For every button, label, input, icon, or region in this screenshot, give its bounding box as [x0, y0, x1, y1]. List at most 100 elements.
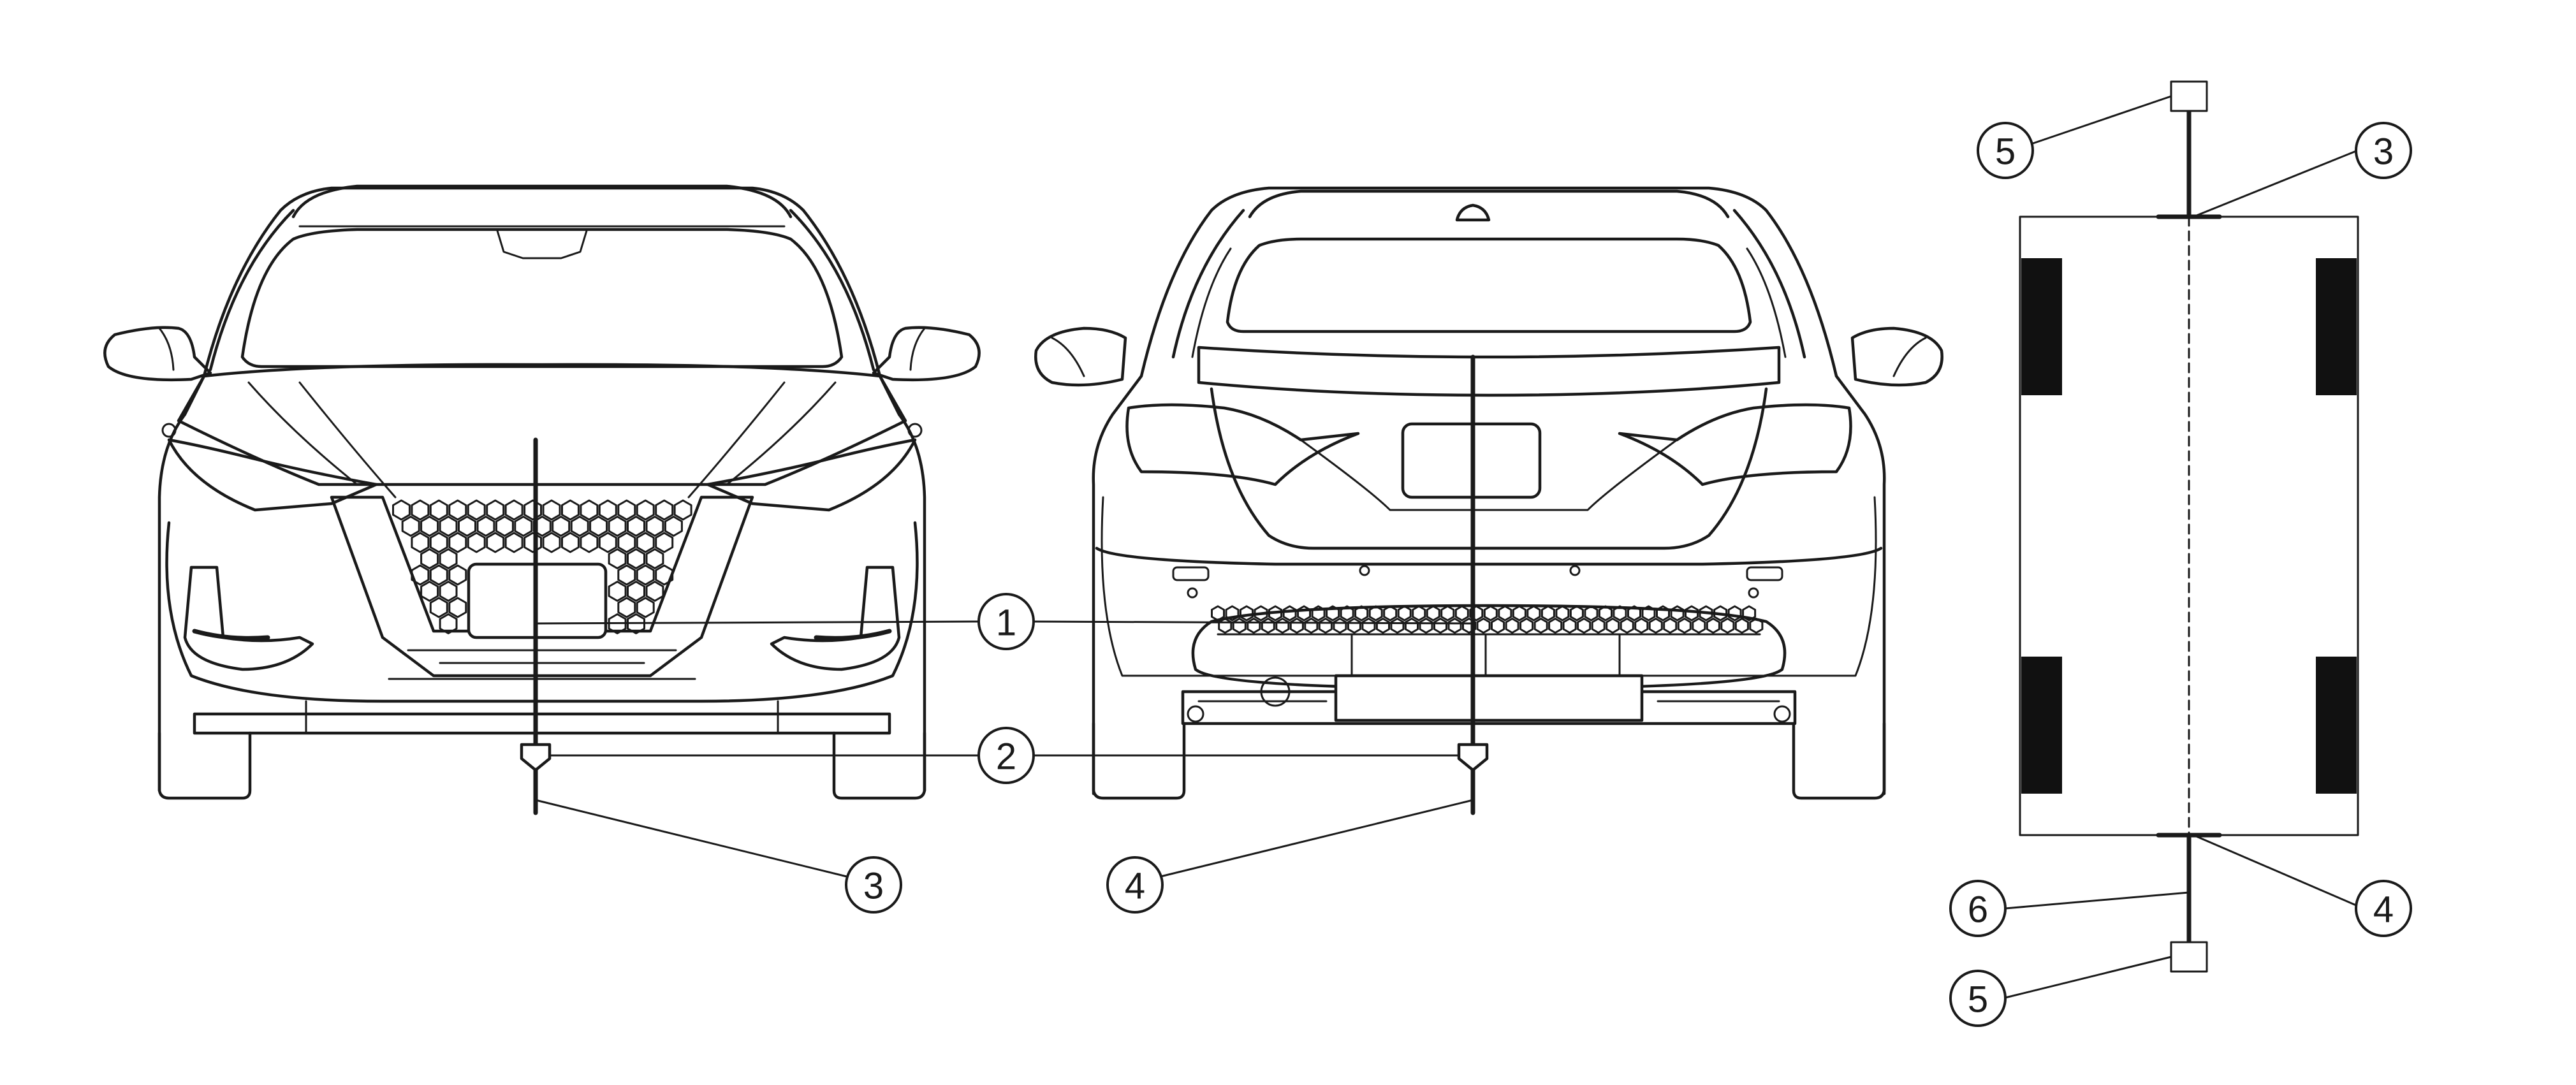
mesh-cell: [627, 581, 645, 602]
mesh-cell: [1218, 618, 1233, 634]
mesh-cell: [1375, 618, 1390, 634]
rear-right-mirror: [1850, 326, 1943, 387]
mesh-cell: [486, 532, 505, 553]
mesh-cell: [486, 499, 505, 521]
mesh-cell: [542, 532, 561, 553]
mesh-cell: [1591, 618, 1606, 634]
callout-number: 3: [2373, 131, 2394, 173]
mesh-cell: [1692, 618, 1706, 634]
mesh-cell: [1326, 605, 1340, 622]
front-grille-mesh: [392, 499, 692, 634]
mesh-cell: [1383, 605, 1398, 622]
front-left-foglight: [183, 565, 314, 671]
front-grille: [330, 495, 754, 678]
callout-front-3: 3: [845, 856, 902, 914]
front-plumb-line: [520, 437, 552, 815]
mesh-cell: [1261, 618, 1275, 634]
mesh-cell: [448, 564, 467, 586]
mesh-cell: [1304, 618, 1319, 634]
mesh-cell: [645, 516, 664, 537]
mesh-cell: [617, 532, 636, 553]
mesh-cell: [523, 532, 542, 553]
front-bumper: [165, 521, 919, 703]
mesh-cell: [636, 564, 655, 586]
mesh-cell: [655, 564, 674, 586]
mesh-cell: [429, 532, 448, 553]
mesh-cell: [1656, 605, 1670, 622]
mesh-cell: [1606, 618, 1620, 634]
mesh-cell: [608, 613, 627, 634]
mesh-cell: [636, 499, 655, 521]
mesh-cell: [1548, 618, 1563, 634]
mesh-cell: [1491, 618, 1505, 634]
rear-right-taillight: [1618, 403, 1852, 486]
rear-bumper: [1095, 546, 1883, 566]
mesh-cell: [589, 516, 608, 537]
callout-top-3: 3: [2355, 122, 2412, 179]
mesh-cell: [1440, 605, 1455, 622]
rear-plumb-line: [1457, 354, 1489, 815]
mesh-cell: [411, 499, 430, 521]
mesh-cell: [636, 597, 655, 618]
rear-left-mirror: [1034, 326, 1127, 387]
mesh-cell: [458, 516, 476, 537]
mesh-cell: [448, 532, 467, 553]
mesh-cell: [1211, 605, 1225, 622]
mesh-cell: [523, 499, 542, 521]
mesh-cell: [1634, 618, 1649, 634]
top-left-rear-tire: [2021, 657, 2062, 794]
top-right-front-tire: [2316, 258, 2357, 395]
mesh-cell: [627, 613, 645, 634]
mesh-cell: [1318, 618, 1333, 634]
mesh-cell: [636, 532, 655, 553]
mesh-cell: [645, 581, 664, 602]
mesh-cell: [1526, 605, 1541, 622]
front-left-tire: [157, 731, 252, 800]
mesh-cell: [1254, 605, 1268, 622]
mesh-cell: [1699, 605, 1713, 622]
callout-top-5-upper: 5: [1977, 122, 2034, 179]
mesh-cell: [1340, 605, 1354, 622]
front-windshield: [240, 228, 844, 368]
callout-top-5-lower: 5: [1949, 970, 2007, 1027]
front-right-headlight: [706, 438, 917, 512]
mesh-cell: [1734, 618, 1749, 634]
mesh-cell: [476, 516, 495, 537]
front-hood: [177, 363, 907, 486]
top-left-front-tire: [2021, 258, 2062, 395]
mesh-cell: [1454, 605, 1469, 622]
mesh-cell: [411, 564, 430, 586]
plumb-bob-icon: [520, 743, 552, 772]
mesh-cell: [1533, 618, 1548, 634]
mesh-cell: [1447, 618, 1462, 634]
mesh-cell: [1368, 605, 1383, 622]
mesh-cell: [1275, 618, 1290, 634]
mesh-cell: [664, 516, 683, 537]
mesh-cell: [1289, 618, 1304, 634]
callout-number: 5: [1995, 131, 2016, 173]
mesh-cell: [1540, 605, 1555, 622]
mesh-cell: [598, 532, 617, 553]
mesh-cell: [429, 564, 448, 586]
mesh-cell: [1247, 618, 1261, 634]
callout-number: 3: [863, 866, 884, 907]
top-right-rear-tire: [2316, 657, 2357, 794]
mesh-cell: [1354, 605, 1369, 622]
mesh-cell: [1648, 618, 1663, 634]
callout-number: 2: [996, 736, 1016, 778]
mesh-cell: [1555, 605, 1570, 622]
mesh-cell: [448, 597, 467, 618]
mesh-cell: [1297, 605, 1312, 622]
mesh-cell: [1749, 618, 1764, 634]
mesh-cell: [542, 499, 561, 521]
mesh-cell: [552, 516, 571, 537]
mesh-cell: [617, 564, 636, 586]
mesh-cell: [1404, 618, 1419, 634]
mesh-cell: [1311, 605, 1326, 622]
target-stand-icon: [2170, 80, 2208, 112]
mesh-cell: [1641, 605, 1656, 622]
callout-1: 1: [977, 593, 1035, 650]
mesh-cell: [514, 516, 533, 537]
mesh-cell: [617, 597, 636, 618]
mesh-cell: [1720, 618, 1735, 634]
